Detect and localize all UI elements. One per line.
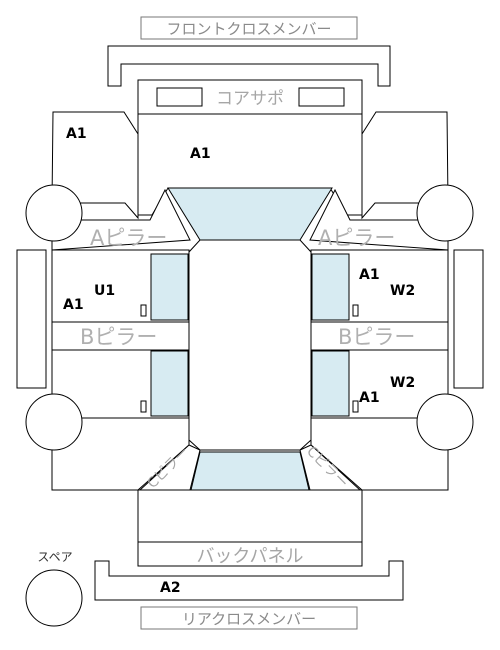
door-handle-rear-right bbox=[352, 400, 359, 413]
back-panel-label: バックパネル bbox=[196, 546, 303, 567]
rear-window-right bbox=[311, 350, 350, 417]
a-pillar-right-label: Aピラー bbox=[318, 226, 395, 250]
code-front-door-left-b: A1 bbox=[63, 297, 84, 313]
side-sill-right bbox=[453, 249, 484, 389]
roof-panel bbox=[188, 239, 312, 451]
front-bumper-reinforcement bbox=[107, 45, 391, 87]
spare-label: スペア bbox=[37, 550, 72, 564]
code-hood: A1 bbox=[190, 146, 211, 162]
side-sill-left bbox=[16, 249, 47, 389]
wheel-rear-left bbox=[25, 393, 83, 451]
code-front-door-right-b: W2 bbox=[390, 283, 415, 299]
windshield bbox=[167, 187, 333, 241]
front-window-right bbox=[311, 253, 350, 321]
code-front-door-left-a: U1 bbox=[94, 283, 115, 299]
rear-cross-member bbox=[140, 606, 358, 630]
door-handle-front-left bbox=[140, 304, 147, 317]
rear-window-left bbox=[150, 350, 189, 417]
core-support-label: コアサポ bbox=[216, 89, 284, 109]
rear-quarter-left bbox=[51, 417, 190, 491]
code-rear-door-right-b: A1 bbox=[359, 390, 380, 406]
b-pillar-right-label: Bピラー bbox=[338, 325, 415, 349]
door-handle-rear-left bbox=[140, 400, 147, 413]
front-cross-member-label: フロントクロスメンバー bbox=[166, 20, 331, 38]
b-pillar-left-label: Bピラー bbox=[80, 325, 157, 349]
headlamp-left bbox=[156, 87, 203, 107]
code-rear-door-right-a: W2 bbox=[390, 375, 415, 391]
door-handle-front-right bbox=[352, 304, 359, 317]
trunk-lid bbox=[137, 489, 363, 543]
wheel-front-right bbox=[416, 184, 474, 242]
front-cross-member: フロントクロスメンバー bbox=[107, 16, 391, 87]
a-pillar-left-label: Aピラー bbox=[90, 226, 167, 250]
a-pillar-left-panel bbox=[51, 188, 191, 251]
rear-cross-member-label: リアクロスメンバー bbox=[182, 610, 316, 628]
rear-bumper-reinforcement bbox=[94, 560, 404, 601]
code-front-fender-left: A1 bbox=[66, 126, 87, 142]
core-support: コアサポ bbox=[137, 79, 363, 115]
rear-window bbox=[190, 451, 310, 491]
rear-quarter-right bbox=[310, 417, 449, 491]
a-pillar-right-panel bbox=[309, 188, 449, 251]
wheel-front-left bbox=[25, 184, 83, 242]
front-window-left bbox=[150, 253, 189, 321]
wheel-rear-right bbox=[416, 393, 474, 451]
wheel-spare bbox=[25, 569, 83, 627]
code-front-door-right-a: A1 bbox=[359, 267, 380, 283]
code-rear-cross-member: A2 bbox=[160, 580, 181, 596]
headlamp-right bbox=[298, 87, 345, 107]
back-panel bbox=[137, 541, 363, 567]
